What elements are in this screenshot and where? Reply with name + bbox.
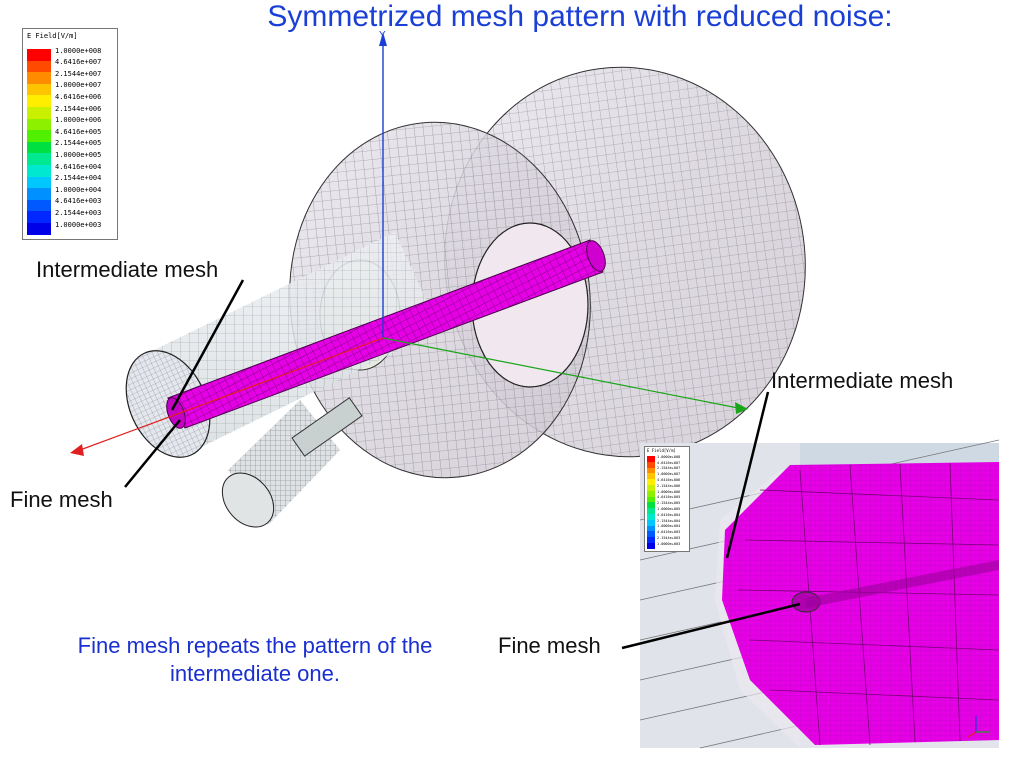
z-axis-line [382,337,739,409]
legend-value: 2.1544e+004 [55,174,102,183]
legend-value: 2.1544e+006 [55,104,102,113]
inset-legend-swatch [647,531,655,538]
zoom-inset [639,439,1000,749]
inset-legend-swatch [647,543,655,549]
legend-value: 4.6416e+005 [55,127,102,136]
inset-legend-swatch [647,479,655,485]
legend-swatch [27,188,51,200]
legend-value: 1.0000e+003 [55,220,102,229]
inset-legend-value: 4.6416e+004 [657,512,681,517]
legend-value: 1.0000e+007 [55,81,102,90]
legend-swatch [27,118,51,131]
inset-legend-swatch [647,519,655,526]
x-axis-arrow-icon [70,444,84,456]
inset-legend-value: 1.0000e+004 [657,524,681,529]
callout-line-fine-left [124,419,181,488]
inset-legend-swatch [647,537,655,543]
legend-value: 1.0000e+004 [55,185,102,194]
inset-legend-swatch [647,467,655,474]
inset-legend-swatch [647,490,655,497]
label-fine-mesh-left: Fine mesh [10,487,113,512]
inner-conductor-rod [166,239,606,429]
inset-legend-value: 4.6416e+006 [657,477,681,482]
inset-legend-value: 4.6416e+003 [657,530,681,535]
label-intermediate-mesh-left: Intermediate mesh [36,257,219,282]
legend-value: 4.6416e+004 [55,162,102,171]
legend-title: E Field[V/m] [27,32,78,40]
z-axis-arrow-icon [735,402,748,414]
inset-legend-value: 1.0000e+008 [657,454,681,459]
y-axis-label: Y [379,30,386,41]
legend-value: 1.0000e+006 [55,116,102,125]
inset-legend-value: 2.1544e+004 [657,518,681,523]
inset-legend-value: 1.0000e+005 [657,506,681,511]
inset-legend-value: 1.0000e+006 [657,489,681,494]
inset-legend-value: 2.1544e+005 [657,501,681,506]
legend-value: 2.1544e+005 [55,139,102,148]
x-axis-line [79,337,384,451]
legend-swatch [27,223,51,235]
inset-legend-swatch [647,508,655,514]
callout-line-intermediate-right [725,391,770,559]
legend-value: 2.1544e+003 [55,208,102,217]
inset-legend-title: E Field[V/m] [647,448,676,453]
inset-legend-value: 4.6416e+005 [657,495,681,500]
legend-value: 4.6416e+003 [55,197,102,206]
legend-swatch [27,72,51,84]
inset-legend-value: 2.1544e+006 [657,483,681,488]
legend-swatch [27,130,51,142]
inset-legend-swatch [647,485,655,491]
callout-line-intermediate-left [170,279,245,411]
inset-legend-swatch [647,456,655,462]
inset-legend-swatch [647,461,655,468]
y-axis-arrow-icon [379,32,387,46]
legend-swatch [27,107,51,119]
inset-legend-value: 1.0000e+003 [657,541,681,546]
inset-legend-swatch [647,514,655,520]
legend-value: 4.6416e+006 [55,92,102,101]
legend-value: 4.6416e+007 [55,58,102,67]
inset-legend-swatch [647,473,655,480]
inset-legend-swatch [647,502,655,509]
legend-value: 2.1544e+007 [55,69,102,78]
field-legend: E Field[V/m] 1.0000e+008 4.6416e+007 2.154… [22,28,118,240]
inset-legend-value: 2.1544e+007 [657,466,681,471]
inset-legend-swatch [647,525,655,532]
legend-swatch [27,199,51,212]
label-intermediate-mesh-right: Intermediate mesh [771,368,954,393]
inset-axes-icon [967,716,990,738]
legend-swatch [27,165,51,177]
legend-swatch [27,176,51,189]
inset-legend-value: 4.6416e+007 [657,460,681,465]
inset-legend-value: 2.1544e+003 [657,535,681,540]
legend-swatch [27,141,51,154]
legend-swatch [27,95,51,107]
coordinate-axes: Y [70,30,748,456]
legend-value: 1.0000e+008 [55,46,102,55]
caption-note: Fine mesh repeats the pattern of the int… [77,633,433,686]
legend-swatch [27,83,51,96]
label-fine-mesh-right: Fine mesh [498,633,601,658]
inset-legend-swatch [647,496,655,503]
slide-title: Symmetrized mesh pattern with reduced no… [267,0,893,33]
inset-legend-value: 1.0000e+007 [657,472,681,477]
coupler-stub [221,397,363,528]
legend-value: 1.0000e+005 [55,150,102,159]
legend-swatch [27,153,51,165]
legend-swatch [27,211,51,223]
legend-swatch [27,60,51,73]
callout-line-fine-right [621,602,801,650]
legend-swatch [27,49,51,61]
